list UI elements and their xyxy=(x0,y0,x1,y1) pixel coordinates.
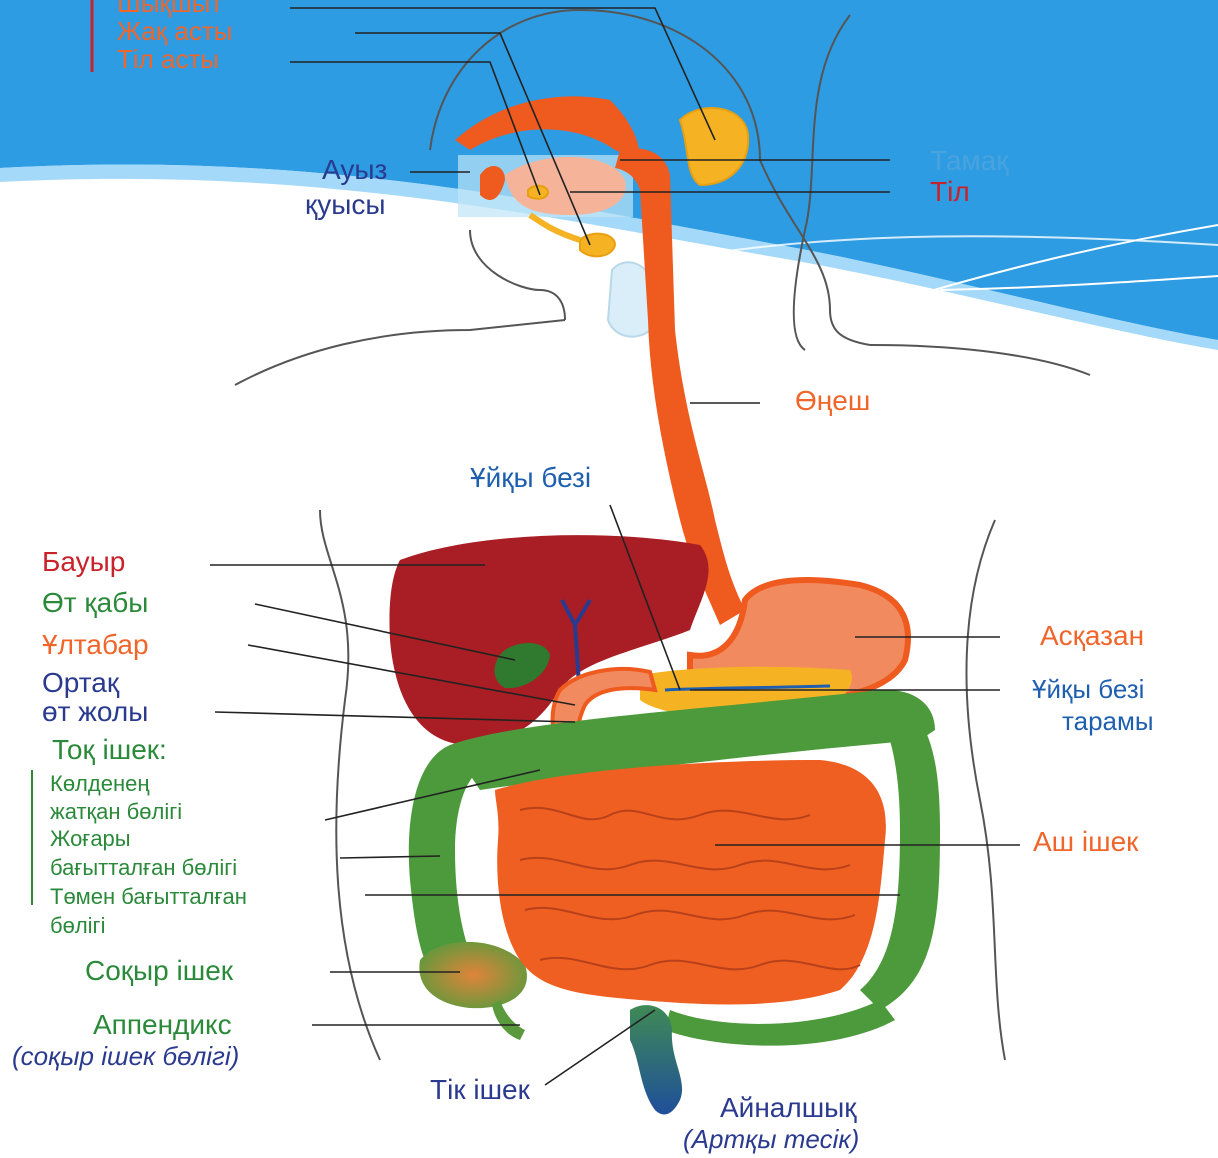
label-mouth-line2: қуысы xyxy=(305,190,386,219)
label-gallbladder: Өт қабы xyxy=(42,588,148,617)
label-common-bile-line2: өт жолы xyxy=(42,697,148,726)
label-colon-ascending-line1: Жоғары xyxy=(50,827,131,850)
label-pancreatic-duct-line1: Ұйқы безі xyxy=(1032,676,1144,703)
label-anus: Айналшық xyxy=(720,1093,857,1122)
shoulder-right xyxy=(870,345,1090,375)
label-tongue: Тіл xyxy=(930,177,970,206)
label-colon-transverse-line2: жатқан бөлігі xyxy=(50,800,182,823)
label-liver: Бауыр xyxy=(42,547,125,576)
label-duodenum: Ұлтабар xyxy=(42,630,149,659)
appendix xyxy=(492,1000,525,1040)
neck-outline-left xyxy=(470,230,565,320)
label-pancreas: Ұйқы безі xyxy=(470,463,591,492)
label-anus-note: (Артқы тесік) xyxy=(683,1126,859,1153)
shoulder-left xyxy=(235,320,565,385)
label-salivary-tongue: Тіл асты xyxy=(117,46,219,73)
label-colon-descending-line2: бөлігі xyxy=(50,914,105,937)
cecum xyxy=(419,942,527,1008)
label-pancreatic-duct-line2: тарамы xyxy=(1062,708,1154,735)
torso-right xyxy=(966,520,1005,1060)
label-salivary-jaw: Жақ асты xyxy=(117,18,232,45)
label-pharynx: Тамақ xyxy=(930,146,1009,175)
label-colon-descending-line1: Төмен бағытталған xyxy=(50,885,247,908)
label-colon-title: Тоқ ішек: xyxy=(52,735,167,764)
label-appendix-note: (соқыр ішек бөлігі) xyxy=(12,1043,239,1070)
label-cecum: Соқыр ішек xyxy=(85,956,233,985)
label-salivary-top: Шықшыт xyxy=(117,0,222,17)
torso-left xyxy=(320,510,380,1060)
label-colon-ascending-line2: бағытталған бөлігі xyxy=(50,856,237,879)
label-rectum: Тік ішек xyxy=(430,1075,530,1104)
label-common-bile-line1: Ортақ xyxy=(42,668,119,697)
label-esophagus: Өңеш xyxy=(795,386,870,415)
submandibular-gland xyxy=(580,234,615,257)
colon-sigmoid xyxy=(665,1000,895,1046)
label-stomach: Асқазан xyxy=(1040,621,1144,650)
label-colon-transverse-line1: Көлденең xyxy=(50,772,150,795)
label-small-intestine: Аш ішек xyxy=(1033,827,1138,856)
label-mouth-line1: Ауыз xyxy=(322,155,387,184)
label-appendix: Аппендикс xyxy=(93,1010,232,1039)
